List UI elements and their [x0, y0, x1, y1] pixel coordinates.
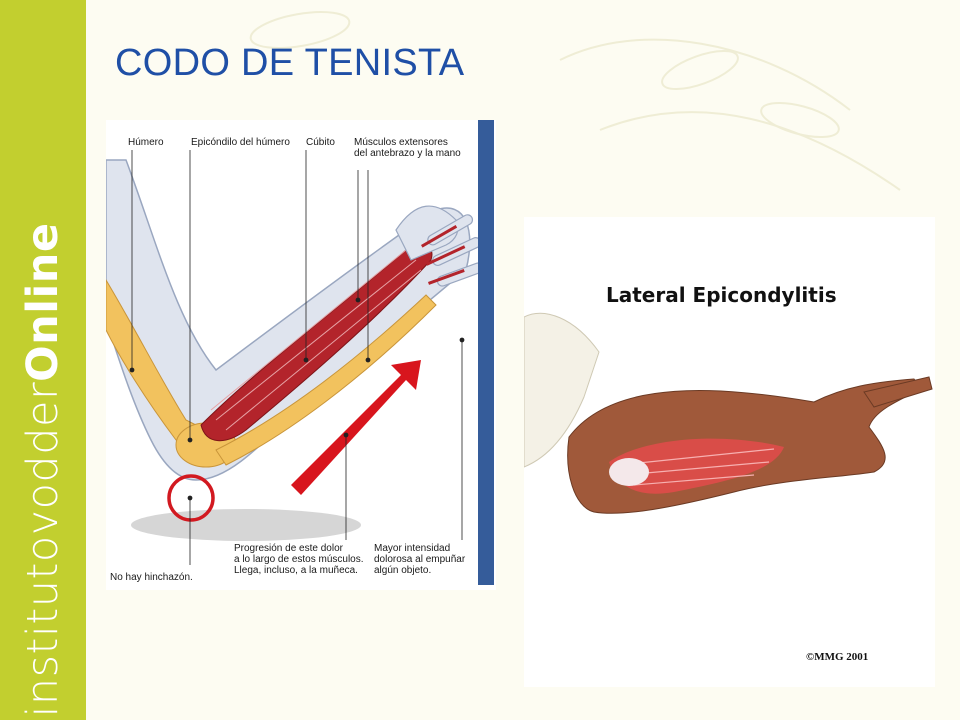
arm-illustration	[106, 120, 494, 585]
blue-side-bar	[478, 120, 494, 585]
slide-title: CODO DE TENISTA	[115, 42, 465, 84]
label-musculos: Músculos extensores del antebrazo y la m…	[354, 137, 461, 159]
tendon-highlight-shape	[609, 458, 649, 486]
logo-text-bold: Online	[18, 222, 68, 382]
institute-logo: institutovodderOnline	[18, 222, 68, 717]
label-epicondilo: Epicóndilo del húmero	[191, 137, 290, 148]
pain-progression-arrow	[291, 360, 421, 495]
label-mayor-intensidad: Mayor intensidad dolorosa al empuñar alg…	[374, 543, 465, 576]
tendon-shapes	[421, 225, 466, 285]
lateral-epicondylitis-figure: Lateral Epicondylitis ©MMG 2001	[524, 217, 935, 687]
label-progresion-line1: Progresión de este dolor	[234, 543, 343, 554]
label-progresion-line3: Llega, incluso, a la muñeca.	[234, 565, 358, 576]
finger-shape	[863, 376, 933, 408]
logo-text-light: institutovodder	[18, 381, 68, 718]
muscle-fibers	[210, 249, 422, 431]
no-swelling-circle	[167, 474, 215, 522]
label-hinchazon: No hay hinchazón.	[110, 572, 193, 583]
shadow-shape	[131, 509, 361, 541]
label-mayor-line1: Mayor intensidad	[374, 543, 451, 554]
copyright-text: ©MMG 2001	[806, 651, 869, 663]
label-mayor-line3: algún objeto.	[374, 565, 432, 576]
label-musculos-line1: Músculos extensores	[354, 137, 448, 148]
anatomy-figure-spanish: Húmero Epicóndilo del húmero Cúbito Músc…	[106, 120, 496, 590]
extensor-muscles-shape	[200, 244, 433, 442]
figure-title: Lateral Epicondylitis	[606, 283, 837, 307]
ulna-bone-shape	[215, 294, 437, 466]
label-musculos-line2: del antebrazo y la mano	[354, 148, 461, 159]
label-progresion-line2: a lo largo de estos músculos.	[234, 554, 364, 565]
forearm-illustration	[524, 312, 933, 514]
leader-lines	[129, 150, 465, 565]
label-mayor-line2: dolorosa al empuñar	[374, 554, 466, 565]
label-humero: Húmero	[128, 137, 164, 148]
label-cubito: Cúbito	[306, 137, 335, 148]
sleeve-shape	[524, 312, 600, 468]
sidebar: institutovodderOnline	[0, 0, 86, 720]
label-progresion: Progresión de este dolor a lo largo de e…	[234, 543, 364, 576]
